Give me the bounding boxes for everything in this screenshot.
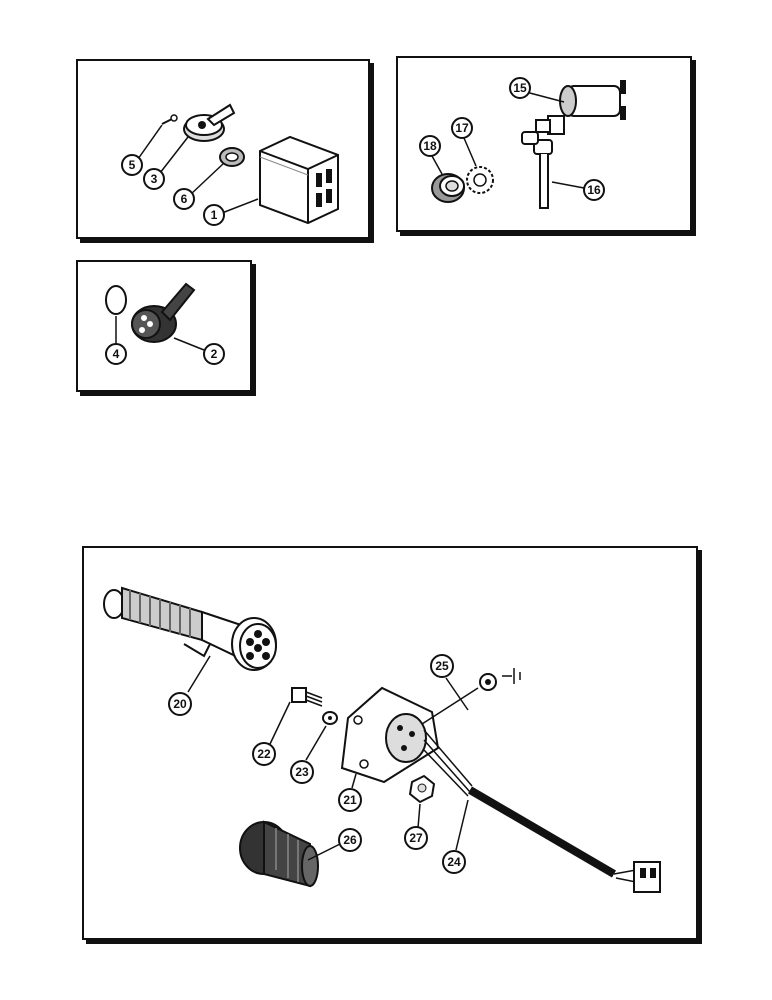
callout-label: 1 [211, 208, 218, 222]
callout-3: 3 [143, 136, 189, 190]
lock-washer-part [466, 166, 494, 194]
callout-20: 20 [168, 655, 211, 716]
toggle-switch-part [131, 282, 196, 343]
callout-27: 27 [404, 803, 428, 850]
relay-box-part [259, 135, 339, 225]
callout-1: 1 [203, 198, 259, 226]
ignition-switch-part [535, 80, 626, 135]
callout-label: 20 [173, 697, 187, 711]
callout-label: 24 [447, 855, 461, 869]
rubber-boot-part [239, 820, 319, 888]
trailer-socket-part [340, 686, 440, 784]
callout-label: 3 [151, 172, 158, 186]
nut-part [408, 774, 436, 804]
callout-label: 6 [181, 192, 188, 206]
callout-15: 15 [509, 77, 565, 103]
washer-part [322, 711, 338, 725]
callout-label: 23 [295, 765, 309, 779]
bolt-part [291, 687, 323, 707]
callout-label: 26 [343, 833, 357, 847]
callout-26: 26 [307, 828, 362, 861]
callout-6: 6 [173, 162, 225, 210]
callout-22: 22 [252, 701, 291, 766]
screw-part [161, 114, 178, 125]
panel-trailer: 20 25 22 23 21 27 26 [82, 546, 698, 940]
key-part [521, 131, 553, 209]
callout-4: 4 [105, 316, 127, 365]
panel-switch-relay: 5 3 6 1 [76, 59, 370, 239]
callout-23: 23 [290, 725, 327, 784]
callout-label: 25 [435, 659, 449, 673]
panel-ignition: 15 18 17 16 [396, 56, 692, 232]
trailer-plug-part [103, 586, 277, 671]
callout-label: 4 [113, 347, 120, 361]
callout-label: 22 [257, 747, 271, 761]
callout-17: 17 [451, 117, 477, 167]
callout-24: 24 [442, 799, 469, 874]
callout-label: 2 [211, 347, 218, 361]
callout-label: 17 [455, 121, 469, 135]
callout-18: 18 [419, 135, 443, 175]
callout-25: 25 [430, 654, 469, 711]
callout-label: 27 [409, 831, 423, 845]
callout-21: 21 [338, 773, 362, 812]
callout-label: 16 [587, 183, 601, 197]
o-ring-part [105, 285, 127, 315]
nut-part [219, 147, 245, 167]
wiring-harness-part [421, 668, 661, 893]
callout-label: 18 [423, 139, 437, 153]
callout-label: 21 [343, 793, 357, 807]
callout-5: 5 [121, 124, 163, 176]
nut-part [431, 173, 465, 203]
callout-label: 15 [513, 81, 527, 95]
callout-label: 5 [129, 158, 136, 172]
callout-2: 2 [173, 337, 225, 365]
panel-toggle: 4 2 [76, 260, 252, 392]
knob-part [183, 103, 236, 142]
callout-16: 16 [551, 179, 605, 201]
